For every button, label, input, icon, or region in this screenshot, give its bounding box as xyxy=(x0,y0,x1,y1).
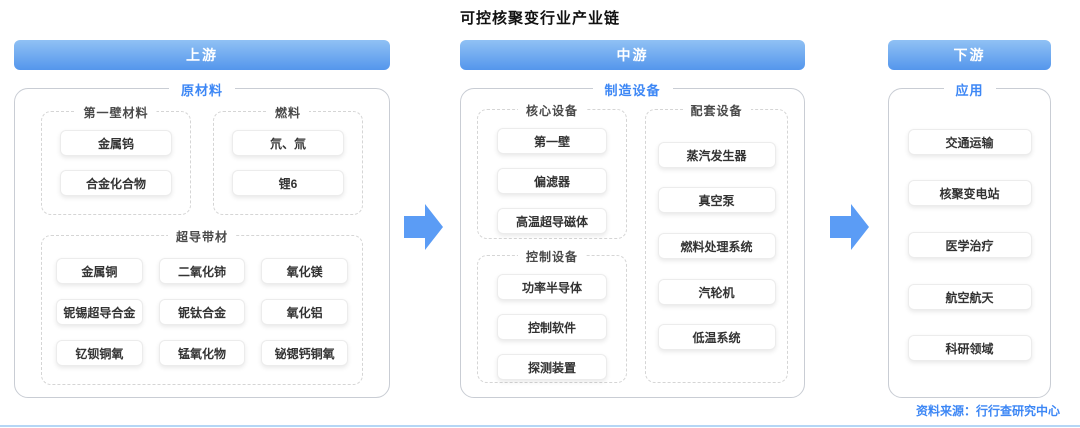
downstream-items: 交通运输 核聚变电站 医学治疗 航空航天 科研领域 xyxy=(889,89,1050,397)
item-steam-turbine: 汽轮机 xyxy=(657,278,776,305)
upstream-section-label: 原材料 xyxy=(168,80,236,99)
midstream-banner: 中游 xyxy=(460,40,805,70)
group-superconducting-tape-label: 超导带材 xyxy=(167,228,237,245)
item-magnesium-oxide: 氧化镁 xyxy=(261,258,348,284)
downstream-section-label: 应用 xyxy=(943,80,996,99)
group-first-wall-materials-label: 第一壁材料 xyxy=(75,104,157,121)
item-lithium6: 锂6 xyxy=(232,170,344,196)
item-detection-device: 探测装置 xyxy=(497,354,608,380)
item-first-wall: 第一壁 xyxy=(497,128,608,154)
item-scientific-research: 科研领域 xyxy=(907,335,1032,362)
item-metal-tungsten: 金属钨 xyxy=(60,130,172,156)
upstream-column: 上游 原材料 第一壁材料 金属钨 合金化合物 燃料 氘、氚 xyxy=(14,40,390,398)
item-bscco: 铋锶钙铜氧 xyxy=(261,340,348,366)
item-control-software: 控制软件 xyxy=(497,314,608,340)
item-hts-magnet: 高温超导磁体 xyxy=(497,208,608,234)
item-transportation: 交通运输 xyxy=(907,128,1032,155)
group-first-wall-materials: 第一壁材料 金属钨 合金化合物 xyxy=(41,104,191,215)
item-medical-treatment: 医学治疗 xyxy=(907,231,1032,258)
group-supporting-equipment: 配套设备 蒸汽发生器 真空泵 燃料处理系统 汽轮机 低温系统 xyxy=(645,102,788,383)
group-first-wall-materials-items: 金属钨 合金化合物 xyxy=(42,130,190,196)
item-ybco: 钇钡铜氧 xyxy=(56,340,143,366)
midstream-section-label: 制造设备 xyxy=(592,80,673,99)
upstream-top-row: 第一壁材料 金属钨 合金化合物 燃料 氘、氚 锂6 xyxy=(41,104,363,215)
group-core-equipment: 核心设备 第一壁 偏滤器 高温超导磁体 xyxy=(477,102,628,239)
upstream-container: 原材料 第一壁材料 金属钨 合金化合物 燃料 氘、氚 锂6 xyxy=(14,80,390,398)
source-note: 资料来源：行行查研究中心 xyxy=(915,404,1060,418)
item-fuel-processing-system: 燃料处理系统 xyxy=(657,232,776,259)
page-title: 可控核聚变行业产业链 xyxy=(459,10,620,27)
group-superconducting-tape-items: 金属铜 二氧化铈 氧化镁 铌锡超导合金 铌钛合金 氧化铝 钇钡铜氧 锰氧化物 铋… xyxy=(56,258,348,366)
item-manganese-oxide: 锰氧化物 xyxy=(158,340,246,366)
item-nbti-alloy: 铌钛合金 xyxy=(158,299,246,325)
group-core-equipment-items: 第一壁 偏滤器 高温超导磁体 xyxy=(478,128,626,234)
downstream-container: 应用 交通运输 核聚变电站 医学治疗 航空航天 科研领域 xyxy=(888,80,1051,398)
upstream-content: 第一壁材料 金属钨 合金化合物 燃料 氘、氚 锂6 xyxy=(15,89,389,397)
group-core-equipment-label: 核心设备 xyxy=(518,102,587,119)
item-fusion-power-station: 核聚变电站 xyxy=(907,180,1032,207)
item-deuterium-tritium: 氘、氚 xyxy=(232,130,344,156)
item-divertor: 偏滤器 xyxy=(497,168,608,194)
group-fuel-items: 氘、氚 锂6 xyxy=(214,130,362,196)
group-control-equipment-items: 功率半导体 控制软件 探测装置 xyxy=(478,274,626,380)
item-metal-copper: 金属铜 xyxy=(56,258,143,284)
item-alloy-compound: 合金化合物 xyxy=(60,170,172,196)
group-superconducting-tape: 超导带材 金属铜 二氧化铈 氧化镁 铌锡超导合金 铌钛合金 氧化铝 钇钡铜氧 锰… xyxy=(41,228,363,385)
item-aerospace: 航空航天 xyxy=(907,283,1032,310)
group-control-equipment-label: 控制设备 xyxy=(518,248,587,265)
item-cerium-dioxide: 二氧化铈 xyxy=(158,258,246,284)
group-fuel-label: 燃料 xyxy=(266,104,310,121)
midstream-container: 制造设备 核心设备 第一壁 偏滤器 高温超导磁体 控制设备 功率 xyxy=(460,80,805,398)
item-power-semiconductor: 功率半导体 xyxy=(497,274,608,300)
item-steam-generator: 蒸汽发生器 xyxy=(657,141,776,168)
item-cryogenic-system: 低温系统 xyxy=(657,324,776,351)
midstream-right-column: 配套设备 蒸汽发生器 真空泵 燃料处理系统 汽轮机 低温系统 xyxy=(645,102,788,383)
item-nbsn-alloy: 铌锡超导合金 xyxy=(56,299,143,325)
arrow-right-icon xyxy=(830,204,869,250)
midstream-left-column: 核心设备 第一壁 偏滤器 高温超导磁体 控制设备 功率半导体 控制软件 探测装置 xyxy=(477,102,628,383)
bottom-divider xyxy=(0,425,1080,427)
midstream-content: 核心设备 第一壁 偏滤器 高温超导磁体 控制设备 功率半导体 控制软件 探测装置 xyxy=(461,89,804,397)
downstream-column: 下游 应用 交通运输 核聚变电站 医学治疗 航空航天 科研领域 xyxy=(888,40,1051,398)
item-vacuum-pump: 真空泵 xyxy=(657,187,776,214)
upstream-banner: 上游 xyxy=(14,40,390,70)
midstream-column: 中游 制造设备 核心设备 第一壁 偏滤器 高温超导磁体 控制设备 xyxy=(460,40,805,398)
group-control-equipment: 控制设备 功率半导体 控制软件 探测装置 xyxy=(477,248,628,383)
arrow-right-icon xyxy=(404,204,443,250)
group-supporting-equipment-label: 配套设备 xyxy=(682,102,751,119)
group-fuel: 燃料 氘、氚 锂6 xyxy=(213,104,363,215)
downstream-banner: 下游 xyxy=(888,40,1051,70)
item-aluminum-oxide: 氧化铝 xyxy=(261,299,348,325)
